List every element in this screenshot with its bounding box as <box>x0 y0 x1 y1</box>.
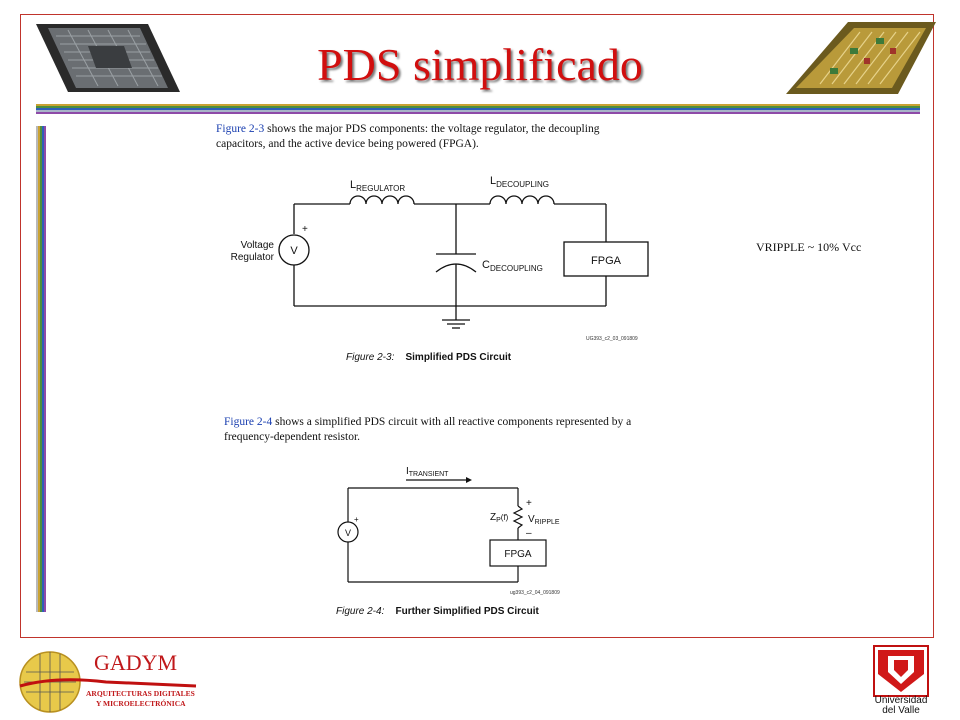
svg-text:FPGA: FPGA <box>504 549 532 560</box>
slide-frame <box>20 14 934 638</box>
figure-2-4-link[interactable]: Figure 2-4 <box>224 416 273 428</box>
svg-text:ITRANSIENT: ITRANSIENT <box>406 466 449 478</box>
slide-title: PDS simplificado <box>317 39 643 90</box>
chip-image-right <box>786 22 936 94</box>
svg-text:ZP(f): ZP(f) <box>490 512 509 524</box>
svg-text:GADYM: GADYM <box>94 650 177 675</box>
svg-text:LDECOUPLING: LDECOUPLING <box>490 175 549 189</box>
svg-text:VRIPPLE: VRIPPLE <box>528 514 560 526</box>
univalle-logo <box>873 645 929 697</box>
paragraph-fig23: Figure 2-3 shows the major PDS component… <box>216 123 600 150</box>
svg-text:+: + <box>354 515 359 524</box>
svg-text:+: + <box>302 224 308 235</box>
figure-2-4-caption: Figure 2-4: Further Simplified PDS Circu… <box>336 606 539 617</box>
side-stripe <box>40 126 42 612</box>
figure-2-3-circuit: LREGULATOR LDECOUPLING CDECOUPLING Volta… <box>231 175 649 342</box>
svg-text:ARQUITECTURAS DIGITALES: ARQUITECTURAS DIGITALES <box>86 689 195 698</box>
rule-stripe <box>36 104 920 106</box>
gadym-logo: GADYM ARQUITECTURAS DIGITALES Y MICROELE… <box>19 650 197 713</box>
rule-stripe <box>36 110 920 112</box>
svg-text:–: – <box>526 528 532 539</box>
svg-text:Voltage: Voltage <box>241 240 275 251</box>
svg-text:LREGULATOR: LREGULATOR <box>350 179 405 193</box>
side-stripe <box>44 126 46 612</box>
svg-text:Y MICROELECTRÓNICA: Y MICROELECTRÓNICA <box>96 698 186 708</box>
rule-stripe <box>36 108 920 110</box>
figure-2-3-caption: Figure 2-3: Simplified PDS Circuit <box>346 352 512 363</box>
document-excerpt <box>46 118 706 630</box>
figure-2-4-circuit: ITRANSIENT ZP(f) VRIPPLE + – + V FPGA ug… <box>337 466 560 596</box>
svg-text:ug393_c2_04_091809: ug393_c2_04_091809 <box>510 590 560 596</box>
svg-text:+: + <box>526 498 532 509</box>
side-stripe <box>38 126 40 612</box>
svg-text:Regulator: Regulator <box>231 252 275 263</box>
side-stripe <box>42 126 44 612</box>
side-stripe <box>36 126 38 612</box>
chip-image-left <box>36 24 180 92</box>
rule-stripe <box>36 106 920 108</box>
svg-text:FPGA: FPGA <box>591 255 622 267</box>
paragraph-fig24: Figure 2-4 shows a simplified PDS circui… <box>224 416 632 443</box>
svg-text:V: V <box>290 245 298 257</box>
rule-stripe <box>36 112 920 114</box>
svg-text:V: V <box>345 528 351 538</box>
univalle-label: Universidad del Valle <box>874 695 928 716</box>
svg-text:UG393_c2_03_091809: UG393_c2_03_091809 <box>586 336 638 342</box>
figure-2-3-link[interactable]: Figure 2-3 <box>216 123 265 135</box>
ripple-note: VRIPPLE ~ 10% Vcc <box>756 240 862 254</box>
svg-text:CDECOUPLING: CDECOUPLING <box>482 259 543 273</box>
